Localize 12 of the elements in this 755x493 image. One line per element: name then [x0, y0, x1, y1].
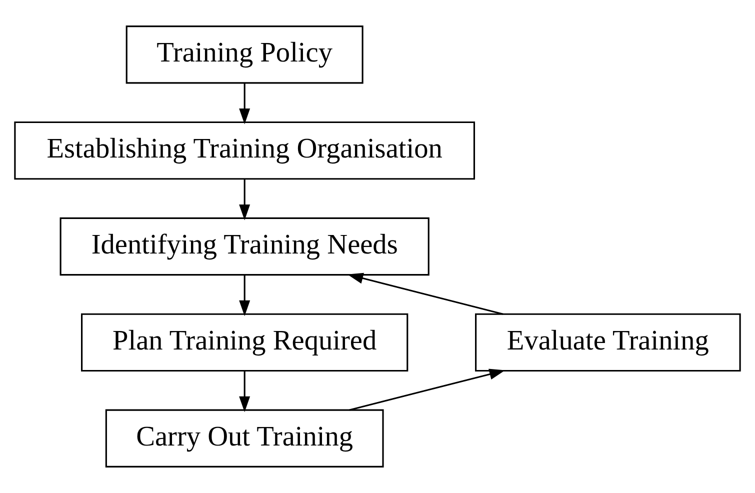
arrow	[239, 274, 250, 316]
arrow	[239, 178, 250, 220]
arrow	[239, 83, 250, 124]
node-box: Identifying Training Needs	[60, 217, 430, 276]
node-box: Evaluate Training	[475, 313, 741, 372]
arrow	[349, 368, 506, 411]
arrow	[239, 370, 250, 412]
node-box: Training Policy	[126, 26, 364, 84]
node-box: Establishing Training Organisation	[14, 121, 476, 180]
node-box: Carry Out Training	[105, 409, 384, 468]
node-box: Plan Training Required	[81, 313, 408, 372]
arrow	[347, 272, 504, 315]
